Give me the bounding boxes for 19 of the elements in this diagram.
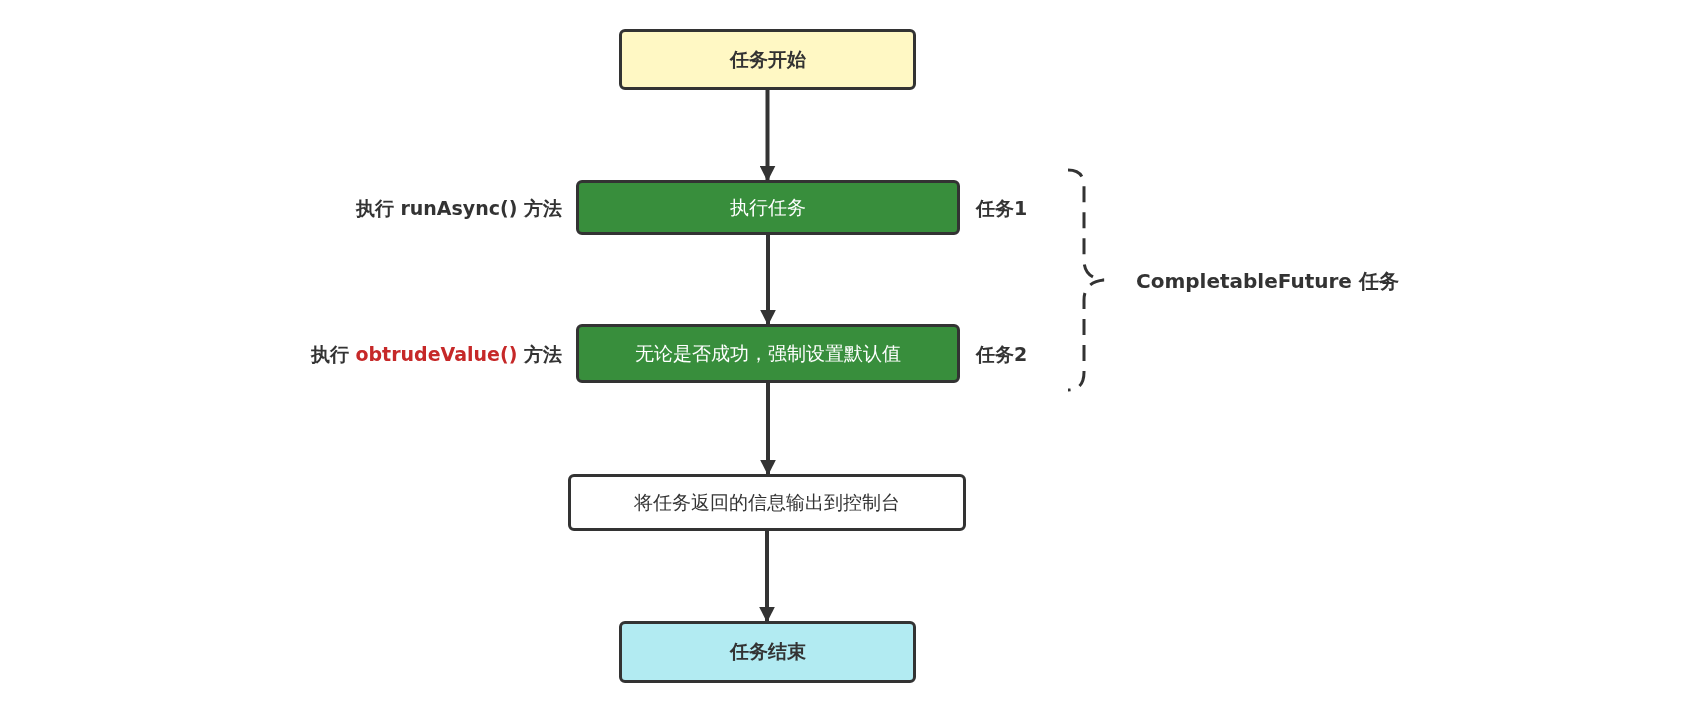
group-label: CompletableFuture 任务 [1136,268,1399,295]
process-box [576,324,960,383]
arrow [760,235,776,326]
arrow [759,531,775,623]
process-box [619,29,916,90]
task-label: 任务1 [976,195,1028,221]
box-text: 将任务返回的信息输出到控制台 [634,489,900,515]
process-box [568,474,966,531]
method-label: 执行 runAsync() 方法 [355,195,562,221]
box-text: 任务开始 [729,46,806,72]
process-box [576,180,960,235]
task-label: 任务2 [976,341,1028,367]
arrow [759,90,776,182]
method-label: 执行 obtrudeValue() 方法 [310,341,562,367]
box-text: 无论是否成功，强制设置默认值 [635,340,901,366]
process-box [619,621,916,683]
box-text: 任务结束 [729,639,806,664]
box-text: 执行任务 [730,194,806,220]
arrow [760,383,776,476]
